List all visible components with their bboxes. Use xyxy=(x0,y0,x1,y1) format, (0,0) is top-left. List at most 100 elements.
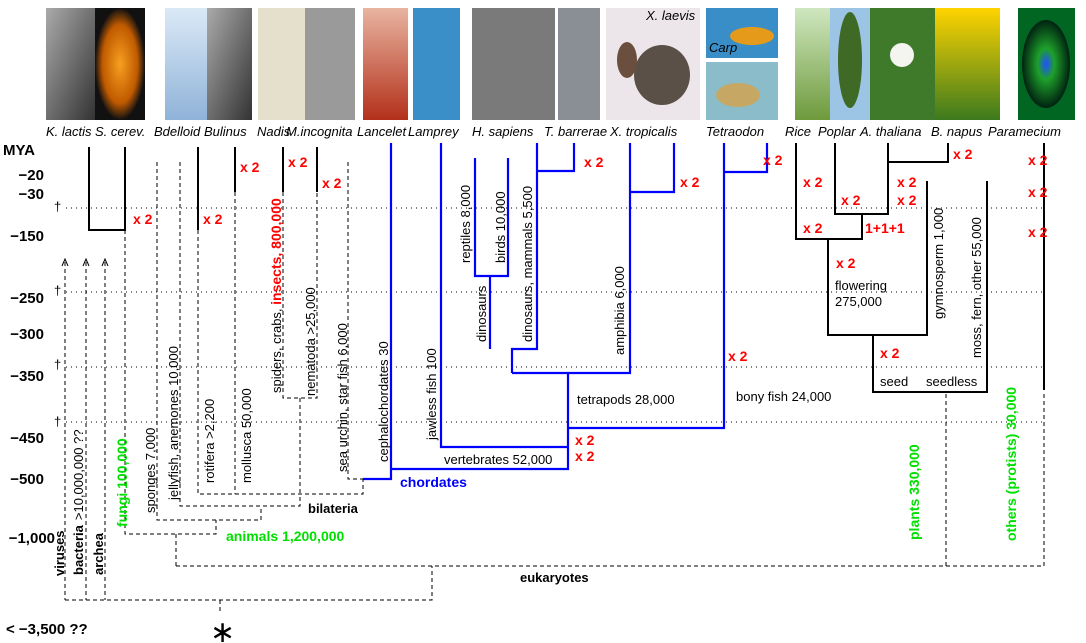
photo-rice xyxy=(795,8,830,120)
wgd-mark: x 2 xyxy=(803,174,823,190)
label-protists: others (protists) 30,000 xyxy=(1003,387,1019,541)
wgd-mark: x 2 xyxy=(897,192,917,208)
species-label: Lancelet xyxy=(357,124,408,139)
label-arthropods: spiders, crabs, insects, 800,000 xyxy=(268,198,284,393)
wgd-mark: x 2 xyxy=(803,220,823,236)
photo-bulinus xyxy=(207,8,252,120)
echinoderm-branch xyxy=(347,162,363,480)
label-sponges: sponges 7,000 xyxy=(143,428,158,513)
paramecium-shape xyxy=(1022,20,1070,108)
wgd-mark: x 2 xyxy=(203,211,223,227)
photo-nadis xyxy=(258,8,305,120)
photo-k-lactis xyxy=(46,8,95,120)
bony-fish-branch xyxy=(568,143,769,430)
tetrapod-branch xyxy=(512,143,676,375)
wgd-mark: x 2 xyxy=(880,345,900,361)
species-label: Lamprey xyxy=(408,124,460,139)
label-bacteria: bacteria>10,000,000 ?? xyxy=(71,429,86,575)
wgd-mark: x 2 xyxy=(953,146,973,162)
label-bacteria-count: >10,000,000 ?? xyxy=(71,429,86,520)
axis-tick: −450 xyxy=(10,430,44,447)
label-cephalochordates: cephalochordates 30 xyxy=(376,341,391,462)
extinction-dagger: † xyxy=(54,283,61,298)
label-moss-fern: moss, fern, other 55,000 xyxy=(969,217,984,358)
triplication-mark: 1+1+1 xyxy=(865,220,905,236)
brassica-branch xyxy=(888,143,949,163)
sauropsid-branch xyxy=(473,158,510,349)
label-chordates: chordates xyxy=(400,474,467,490)
photo-b-napus xyxy=(935,8,1000,120)
flower-shape xyxy=(890,43,914,67)
wgd-mark: x 2 xyxy=(240,159,260,175)
photo-lancelet xyxy=(363,8,408,120)
label-bony-fish: bony fish 24,000 xyxy=(736,389,831,404)
axis-tick: −250 xyxy=(10,290,44,307)
label-viruses: viruses xyxy=(52,530,67,576)
time-axis: MYA −20 −30 −150 −250 −300 −350 −450 −50… xyxy=(3,142,1042,638)
label-flowering-count: 275,000 xyxy=(835,294,882,309)
label-animals: animals 1,200,000 xyxy=(226,528,345,544)
wgd-mark: x 2 xyxy=(575,432,595,448)
axis-tick: −300 xyxy=(10,326,44,343)
photo-bdelloid xyxy=(165,8,207,120)
axis-tick: −30 xyxy=(19,186,44,203)
sponges-branch xyxy=(156,162,262,521)
seed-branch xyxy=(872,181,988,393)
axis-tick: −1,000 xyxy=(9,530,55,547)
chordate-root xyxy=(363,143,393,481)
axis-tick: −500 xyxy=(10,471,44,488)
dashed-branches xyxy=(61,162,1045,612)
axis-tick: −350 xyxy=(10,368,44,385)
fungi-branch xyxy=(124,230,217,535)
wgd-mark: x 2 xyxy=(288,154,308,170)
wgd-mark: x 2 xyxy=(728,348,748,364)
wgd-mark: x 2 xyxy=(680,174,700,190)
species-label: Bdelloid xyxy=(154,124,201,139)
label-jellyfish: jellyfish, anemones 10,000 xyxy=(166,346,181,501)
label-amphibia: amphibia 6,000 xyxy=(612,266,627,355)
extinction-dagger: † xyxy=(54,414,61,429)
root-branch xyxy=(65,566,433,601)
arrowhead xyxy=(61,257,109,267)
species-photos: X. laevis Carp xyxy=(46,8,1075,120)
wgd-mark: x 2 xyxy=(584,154,604,170)
wgd-mark: x 2 xyxy=(1028,224,1048,240)
wgd-mark: x 2 xyxy=(575,448,595,464)
label-flowering: flowering xyxy=(835,278,887,293)
species-label: M.incognita xyxy=(286,124,352,139)
flowering-branch xyxy=(827,181,928,336)
label-nematoda: nematoda >25,000 xyxy=(303,287,318,396)
frog-shape xyxy=(634,45,690,105)
species-label: A. thaliana xyxy=(859,124,921,139)
label-seed: seed xyxy=(880,374,908,389)
vertebrate-branch xyxy=(391,373,570,471)
poplar-shape xyxy=(838,12,862,108)
label-jawless-fish: jawless fish 100 xyxy=(424,348,439,441)
photo-s-cerevisiae xyxy=(95,8,145,120)
lamprey-branch xyxy=(439,143,568,449)
label-seedless: seedless xyxy=(926,374,978,389)
species-label: B. napus xyxy=(931,124,983,139)
wgd-mark: x 2 xyxy=(841,192,861,208)
photo-t-barrerae xyxy=(558,8,600,120)
axis-tick: −20 xyxy=(19,167,44,184)
carp-caption: Carp xyxy=(709,40,737,55)
species-label: Tetraodon xyxy=(706,124,764,139)
origin-asterisk-icon: ∗ xyxy=(210,616,235,643)
label-tetrapods: tetrapods 28,000 xyxy=(577,392,675,407)
species-labels: K. lactis S. cerev. Bdelloid Bulinus Nad… xyxy=(46,124,1061,139)
carp-shape xyxy=(730,27,774,45)
x-laevis-caption: X. laevis xyxy=(645,8,696,23)
wgd-mark: x 2 xyxy=(1028,152,1048,168)
label-birds: birds 10,000 xyxy=(493,191,508,263)
photo-m-incognita xyxy=(305,8,355,120)
rotifera-branch xyxy=(197,230,364,495)
label-gymnosperm: gymnosperm 1,000 xyxy=(931,208,946,319)
species-label: Bulinus xyxy=(204,124,247,139)
yeast-branch xyxy=(88,147,126,231)
wgd-marks: x 2 x 2 x 2 x 2 x 2 x 2 x 2 x 2 x 2 x 2 … xyxy=(133,146,1048,464)
tetraodon-shape xyxy=(716,83,760,107)
ecdysozoa-branch xyxy=(282,192,318,494)
photo-lamprey xyxy=(413,8,460,120)
